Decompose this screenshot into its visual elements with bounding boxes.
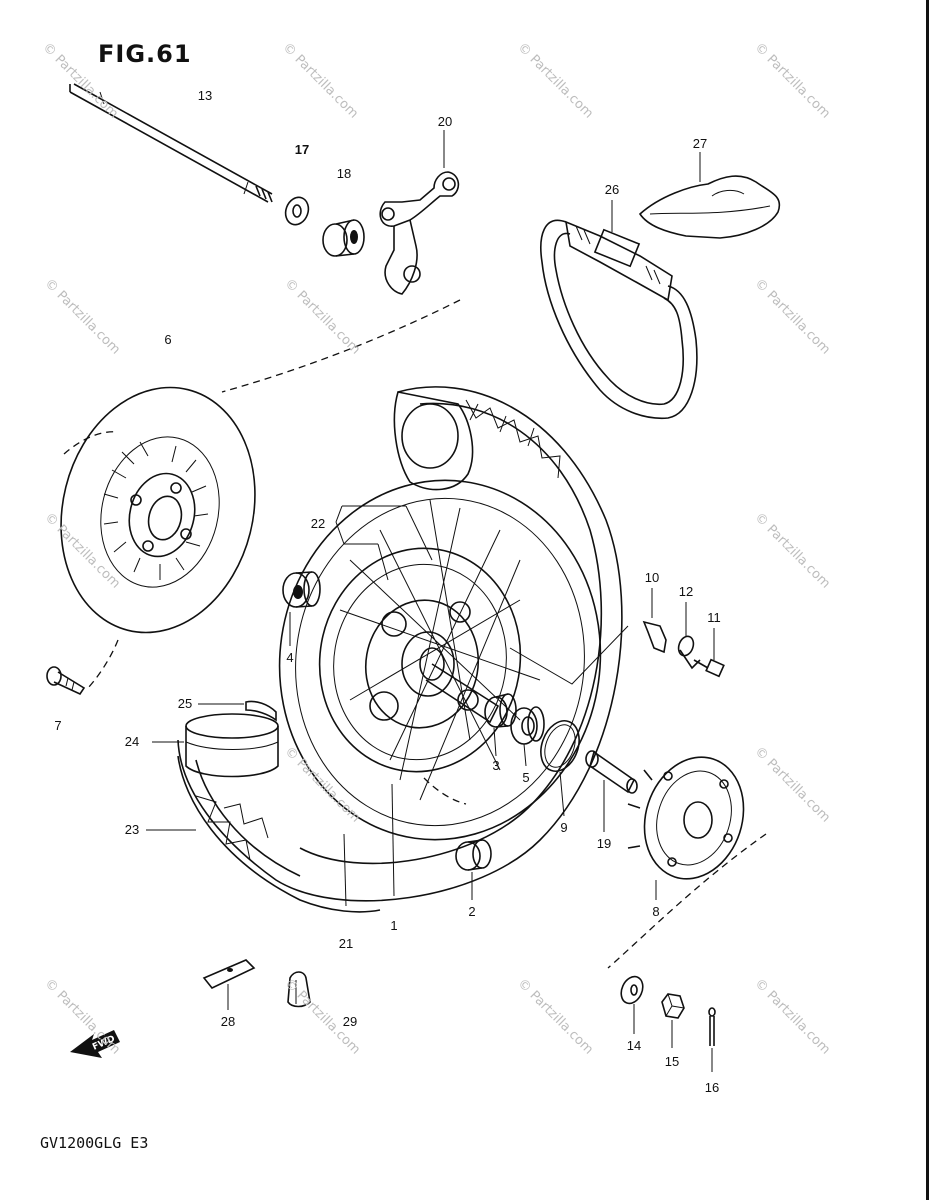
callout-13[interactable]: 13 xyxy=(197,88,213,103)
wheel-rim[interactable] xyxy=(257,459,624,860)
wheel-hub-disc[interactable] xyxy=(302,532,538,787)
part-16-cotter-pin[interactable] xyxy=(708,1007,716,1072)
callout-18[interactable]: 18 xyxy=(336,166,352,181)
part-29-valve-cap[interactable] xyxy=(287,971,311,1008)
part-5-bearing[interactable] xyxy=(510,706,545,767)
page-right-border xyxy=(926,0,929,1200)
callout-12[interactable]: 12 xyxy=(678,584,694,599)
part-7-bolt[interactable] xyxy=(46,666,86,696)
figure-title: FIG.61 xyxy=(98,40,192,68)
part-2-spacer[interactable] xyxy=(455,839,492,900)
part-17-washer[interactable] xyxy=(282,194,312,228)
callout-19[interactable]: 19 xyxy=(596,836,612,851)
part-8-drive-hub[interactable] xyxy=(627,744,759,900)
callout-16[interactable]: 16 xyxy=(704,1080,720,1095)
part-11-screw[interactable] xyxy=(693,628,725,678)
callout-14[interactable]: 14 xyxy=(626,1038,642,1053)
callout-10[interactable]: 10 xyxy=(644,570,660,585)
part-25-clamp[interactable] xyxy=(198,700,277,722)
dashed-leader-hub xyxy=(423,777,467,805)
callout-4[interactable]: 4 xyxy=(286,650,294,665)
part-26-brake-hose[interactable] xyxy=(540,200,698,420)
part-18-spacer[interactable] xyxy=(322,219,365,257)
part-12-washer[interactable] xyxy=(676,602,701,670)
callout-15[interactable]: 15 xyxy=(664,1054,680,1069)
callout-22[interactable]: 22 xyxy=(310,516,326,531)
part-10-clip[interactable] xyxy=(642,588,667,654)
callout-25[interactable]: 25 xyxy=(177,696,193,711)
model-code: GV1200GLG E3 xyxy=(40,1134,149,1152)
callout-24[interactable]: 24 xyxy=(124,734,140,749)
callout-29[interactable]: 29 xyxy=(342,1014,358,1029)
part-20-bracket[interactable] xyxy=(379,130,460,295)
callout-21[interactable]: 21 xyxy=(338,936,354,951)
callout-8[interactable]: 8 xyxy=(652,904,660,919)
callout-28[interactable]: 28 xyxy=(220,1014,236,1029)
callout-27[interactable]: 27 xyxy=(692,136,708,151)
part-27-cover[interactable] xyxy=(638,152,781,239)
callout-9[interactable]: 9 xyxy=(560,820,568,835)
part-6-brake-disc[interactable] xyxy=(36,367,280,691)
part-9-o-ring[interactable] xyxy=(534,715,586,817)
callout-3[interactable]: 3 xyxy=(492,758,500,773)
callout-1-leader xyxy=(391,783,395,897)
part-28-plate[interactable] xyxy=(202,959,256,1010)
callout-23[interactable]: 23 xyxy=(124,822,140,837)
callout-22-leaders xyxy=(335,505,433,581)
part-13-axle[interactable] xyxy=(69,83,273,203)
wheel-tire[interactable] xyxy=(177,386,623,902)
callout-17[interactable]: 17 xyxy=(294,142,310,157)
callout-11[interactable]: 11 xyxy=(707,610,721,625)
callout-1[interactable]: 1 xyxy=(390,918,398,933)
part-19-shaft[interactable] xyxy=(585,750,638,832)
part-3-spacer[interactable] xyxy=(484,693,517,757)
callout-26[interactable]: 26 xyxy=(604,182,620,197)
callout-5[interactable]: 5 xyxy=(522,770,530,785)
callout-21-leader xyxy=(343,833,347,907)
callout-7[interactable]: 7 xyxy=(54,718,62,733)
part-14-washer[interactable] xyxy=(617,973,647,1034)
part-24-band[interactable] xyxy=(152,713,279,778)
callout-20[interactable]: 20 xyxy=(437,114,453,129)
part-15-nut[interactable] xyxy=(661,993,685,1048)
callout-2[interactable]: 2 xyxy=(468,904,476,919)
dashed-leader-hub-to-14 xyxy=(607,833,767,969)
callout-6[interactable]: 6 xyxy=(164,332,172,347)
part-23-rim-band[interactable] xyxy=(146,755,381,913)
part-4-bearing[interactable] xyxy=(282,571,321,646)
